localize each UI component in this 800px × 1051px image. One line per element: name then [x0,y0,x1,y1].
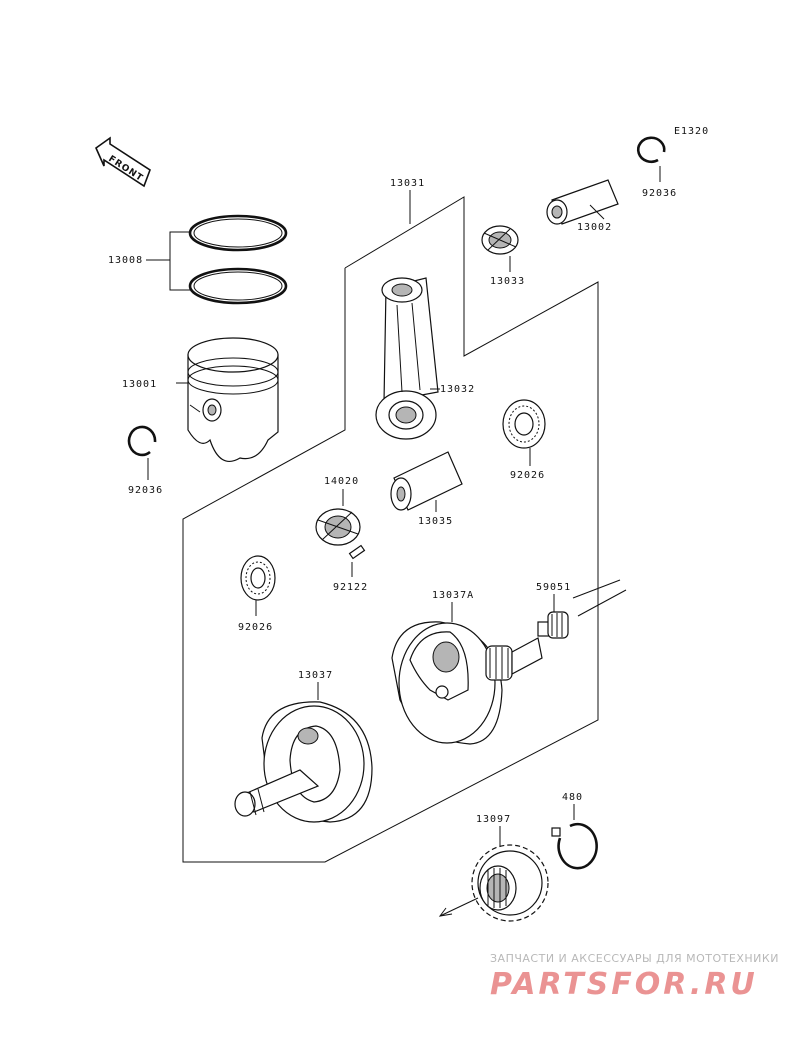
part-number: 480 [562,792,583,803]
part-number: 92036 [128,485,163,496]
part-number: 59051 [536,582,571,593]
part-number: 13002 [577,222,612,233]
part-number: 92026 [510,470,545,481]
part-number: 92036 [642,188,677,199]
drive-gear [537,611,569,639]
part-number: 13001 [122,379,157,390]
circlip-left [127,425,157,457]
part-number: 92122 [333,582,368,593]
connecting-rod [375,277,439,440]
small-end-bearing [481,225,519,255]
part-number: 13035 [418,516,453,527]
watermark-brand: PARTSFOR.RU [490,967,758,1002]
flywheel-left [234,701,373,823]
piston-pin [546,179,619,225]
snap-ring [551,822,598,870]
watermark: ЗАПЧАСТИ И АКСЕССУАРЫ ДЛЯ МОТОТЕХНИКИ PA… [490,952,779,1002]
part-number: 13097 [476,814,511,825]
pin [348,544,366,560]
assembly-outline [182,196,599,863]
flywheel-right [391,621,543,745]
part-number: 13032 [440,384,475,395]
watermark-tagline: ЗАПЧАСТИ И АКСЕССУАРЫ ДЛЯ МОТОТЕХНИКИ [490,952,779,965]
piston [187,337,279,462]
piston-rings [146,214,288,305]
front-arrow-icon: FRONT [95,136,151,188]
part-number: 14020 [324,476,359,487]
thrust-washer-left [240,555,276,601]
circlip-right [636,136,666,164]
big-end-bearing [315,508,361,546]
part-number: 13033 [490,276,525,287]
primary-gear [471,844,549,922]
thrust-washer-right [502,399,546,449]
part-number: 13037 [298,670,333,681]
part-number: 13031 [390,178,425,189]
part-number: 13037A [432,590,474,601]
part-number: 13008 [108,255,143,266]
part-number: 92026 [238,622,273,633]
diagram-code: E1320 [674,126,709,137]
crank-pin [390,451,463,511]
